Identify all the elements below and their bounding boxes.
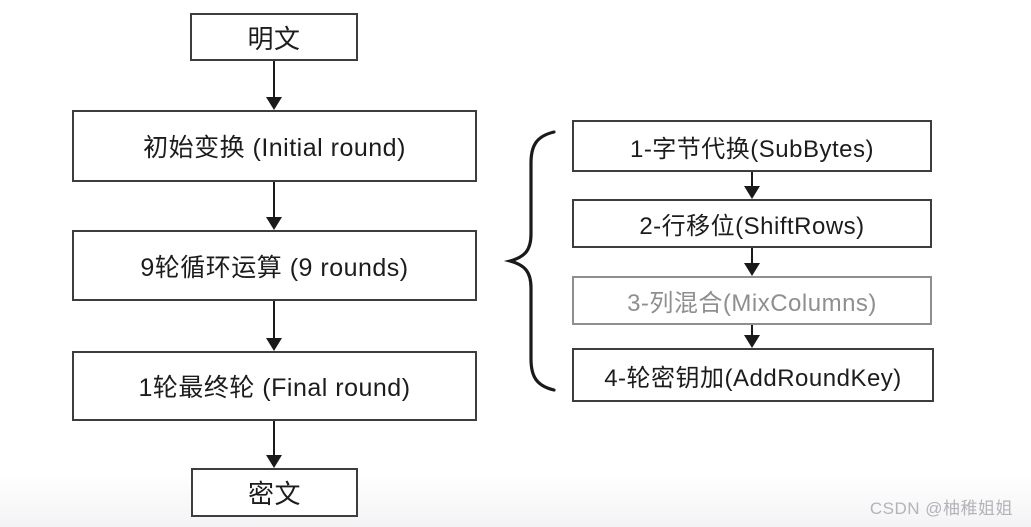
node-shiftrows: 2-行移位(ShiftRows) bbox=[572, 199, 932, 248]
arrow-head bbox=[266, 455, 282, 468]
node-subbytes: 1-字节代换(SubBytes) bbox=[572, 120, 932, 172]
arrow-shaft bbox=[273, 421, 275, 458]
arrow-shaft bbox=[273, 182, 275, 220]
arrow-shaft bbox=[273, 301, 275, 341]
arrow-shaft bbox=[751, 172, 753, 189]
node-addroundkey: 4-轮密钥加(AddRoundKey) bbox=[572, 348, 934, 402]
arrow-head bbox=[744, 186, 760, 199]
arrow-shaft bbox=[273, 61, 275, 100]
node-ciphertext: 密文 bbox=[191, 468, 358, 517]
arrow-head bbox=[266, 217, 282, 230]
arrow-head bbox=[266, 97, 282, 110]
node-final-round: 1轮最终轮 (Final round) bbox=[72, 351, 477, 421]
arrow-head bbox=[266, 338, 282, 351]
curly-brace-icon bbox=[503, 130, 556, 392]
arrow-shaft bbox=[751, 248, 753, 266]
watermark: CSDN @柚稚姐姐 bbox=[869, 499, 1013, 518]
node-mixcolumns: 3-列混合(MixColumns) bbox=[572, 276, 932, 325]
node-nine-rounds: 9轮循环运算 (9 rounds) bbox=[72, 230, 477, 301]
arrow-head bbox=[744, 263, 760, 276]
node-initial-round: 初始变换 (Initial round) bbox=[72, 110, 477, 182]
arrow-shaft bbox=[751, 325, 753, 338]
arrow-head bbox=[744, 335, 760, 348]
node-plaintext: 明文 bbox=[190, 13, 358, 61]
